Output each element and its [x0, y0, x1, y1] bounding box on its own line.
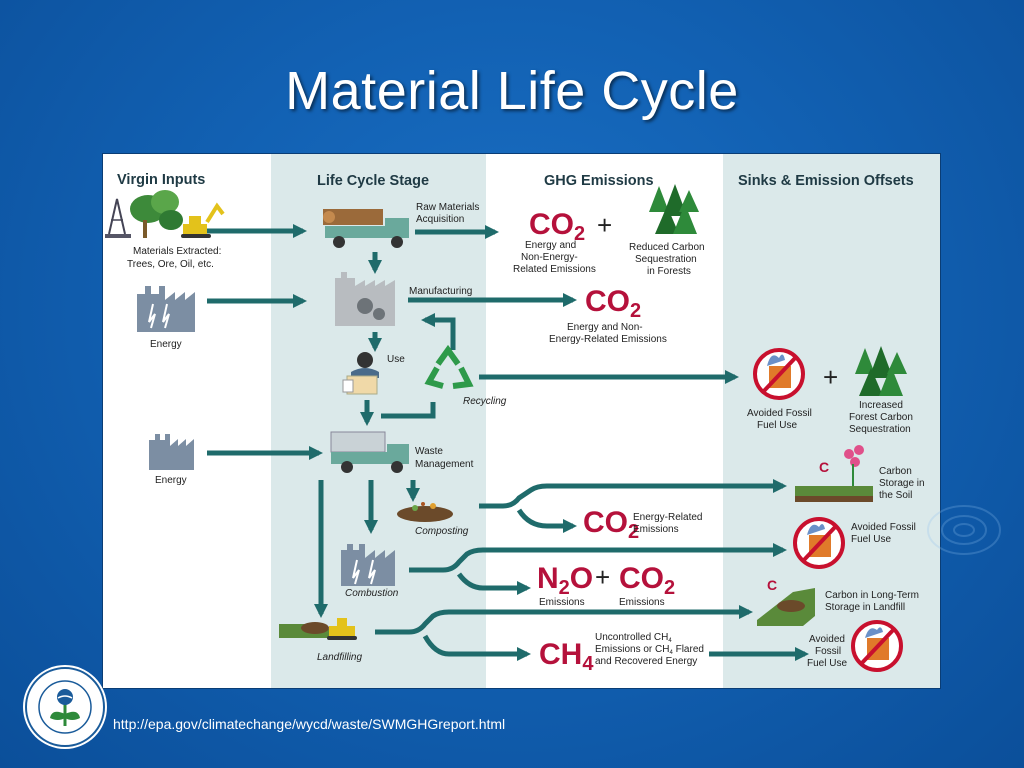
logging-truck-icon [323, 209, 409, 248]
comp-emission-2: Emissions [633, 524, 679, 535]
header-life-cycle-stage: Life Cycle Stage [317, 173, 429, 189]
ch4-label-3: and Recovered Energy [595, 656, 697, 667]
carbon-c-1: C [819, 459, 829, 475]
source-url-link[interactable]: http://epa.gov/climatechange/wycd/waste/… [113, 716, 506, 732]
manufacturing-factory-icon [335, 272, 395, 326]
sinks-panel [723, 154, 940, 688]
svg-text:CO2: CO2 [529, 208, 585, 245]
materials-label-2: Trees, Ore, Oil, etc. [127, 259, 214, 270]
sink-afu-2: Fuel Use [757, 420, 797, 431]
sink-ifc-2: Forest Carbon [849, 412, 913, 423]
recycling-icon [424, 344, 474, 389]
life-cycle-panel [271, 154, 486, 688]
sink-cs-1: Carbon [879, 466, 912, 477]
avoided-fuel-icon-2 [793, 517, 845, 569]
person-use-icon [342, 352, 379, 395]
co2-emission-3: CO2 [583, 506, 639, 543]
emission-label-1a: Energy and [525, 240, 576, 251]
plus-sign-3: + [823, 362, 838, 392]
sink-ifc-1: Increased [859, 400, 903, 411]
life-cycle-diagram: Virgin Inputs Life Cycle Stage GHG Emiss… [102, 153, 941, 689]
waste-truck-icon [330, 431, 409, 473]
co2-emissions-label: Emissions [619, 597, 665, 608]
epa-seal-logo [22, 664, 108, 750]
water-ripple-decoration [927, 505, 1001, 555]
co2-emission-2: CO2 [585, 285, 641, 322]
landfill-bulldozer-icon [279, 618, 357, 640]
stage-composting: Composting [415, 526, 469, 537]
combustion-factory-icon [341, 544, 395, 586]
avoided-fuel-icon-3 [851, 620, 903, 672]
compost-pile-icon [397, 502, 453, 522]
co2-emission-4: CO2 [619, 562, 675, 599]
avoided-fuel-icon-1 [753, 348, 805, 400]
sink-ifc-3: Sequestration [849, 424, 911, 435]
stage-use: Use [387, 354, 405, 365]
sink-lt-2: Storage in Landfill [825, 602, 905, 613]
ch4-label-1: Uncontrolled CH4 [595, 632, 672, 644]
n2o-emission: N2O [537, 562, 593, 599]
sink-afc-2: Fuel Use [851, 534, 891, 545]
materials-label-1: Materials Extracted: [133, 246, 221, 257]
emission-label-2b: Energy-Related Emissions [549, 334, 667, 345]
sink-cs-3: the Soil [879, 490, 912, 501]
svg-text:CO2: CO2 [583, 506, 639, 543]
reduced-carbon-2: Sequestration [635, 254, 697, 265]
svg-text:CO2: CO2 [619, 562, 675, 599]
sink-cs-2: Storage in [879, 478, 925, 489]
header-virgin-inputs: Virgin Inputs [117, 172, 205, 188]
emission-label-1c: Related Emissions [513, 264, 596, 275]
stage-raw-2: Acquisition [416, 214, 464, 225]
comp-emission-1: Energy-Related [633, 512, 702, 523]
oil-derrick-icon [105, 198, 131, 238]
landfill-storage-icon [757, 588, 815, 626]
sink-lt-1: Carbon in Long-Term [825, 590, 919, 601]
slide-title: Material Life Cycle [285, 61, 739, 121]
stage-manufacturing: Manufacturing [409, 286, 472, 297]
stage-combustion: Combustion [345, 588, 399, 599]
factory-energy-icon [137, 286, 195, 332]
stage-waste-2: Management [415, 459, 474, 470]
stage-raw-1: Raw Materials [416, 202, 479, 213]
svg-text:N2O: N2O [537, 562, 593, 599]
sink-afu-1: Avoided Fossil [747, 408, 812, 419]
forest-trees-icon [649, 184, 699, 234]
n2o-emissions-label: Emissions [539, 597, 585, 608]
sink-afl-3: Fuel Use [807, 658, 847, 669]
stage-recycling: Recycling [463, 396, 507, 407]
soil-carbon-icon [795, 445, 873, 502]
reduced-carbon-3: in Forests [647, 266, 691, 277]
svg-text:CO2: CO2 [585, 285, 641, 322]
plus-sign-2: + [595, 562, 610, 592]
co2-emission-1: CO2 [529, 208, 585, 245]
ch4-emission: CH4 [539, 638, 594, 675]
plus-sign-1: + [597, 210, 612, 240]
forest-trees-icon-2 [855, 346, 907, 396]
header-ghg-emissions: GHG Emissions [544, 173, 654, 189]
header-sinks: Sinks & Emission Offsets [738, 173, 914, 189]
svg-text:CH4: CH4 [539, 638, 594, 675]
sink-afl-1: Avoided [809, 634, 845, 645]
tree-leaves-icon [130, 190, 183, 238]
sink-afl-2: Fossil [815, 646, 841, 657]
emission-label-2a: Energy and Non- [567, 322, 643, 333]
sink-afc-1: Avoided Fossil [851, 522, 916, 533]
excavator-icon [181, 202, 225, 238]
stage-waste-1: Waste [415, 446, 443, 457]
stage-landfilling: Landfilling [317, 652, 362, 663]
factory-energy-icon-2 [149, 434, 194, 470]
ch4-label-2: Emissions or CH4 Flared [595, 644, 704, 656]
emission-label-1b: Non-Energy- [521, 252, 578, 263]
reduced-carbon-1: Reduced Carbon [629, 242, 705, 253]
energy-label-1: Energy [150, 339, 182, 350]
energy-label-2: Energy [155, 475, 187, 486]
carbon-c-2: C [767, 577, 777, 593]
